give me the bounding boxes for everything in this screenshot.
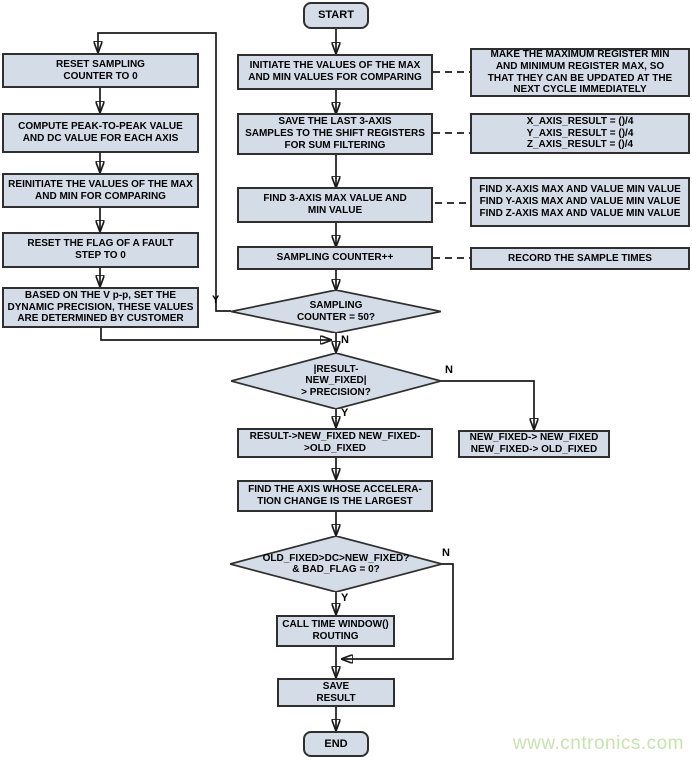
edge-d1-yes-loop [98, 32, 231, 312]
process-result-to-fixed: RESULT->NEW_FIXED NEW_FIXED- >OLD_FIXED [237, 428, 433, 458]
process-save-result: SAVE RESULT [277, 678, 395, 707]
branch-label-yes-d2: Y [341, 407, 349, 419]
edge-d2-no [441, 380, 534, 428]
process-new-fixed-assign: NEW_FIXED-> NEW_FIXED NEW_FIXED-> OLD_FI… [458, 430, 610, 458]
process-compute-peak-to-peak: COMPUTE PEAK-TO-PEAK VALUE AND DC VALUE … [2, 113, 199, 153]
no-branch-edges [343, 380, 534, 659]
branch-label-yes-d3: Y [341, 592, 349, 604]
diamond-shape [231, 290, 441, 333]
branch-label-yes-d1: Y [212, 294, 220, 306]
end-terminal: END [303, 731, 369, 757]
process-initiate-max-min: INITIATE THE VALUES OF THE MAX AND MIN V… [237, 54, 433, 90]
process-find-largest-axis: FIND THE AXIS WHOSE ACCELERA- TION CHANG… [237, 480, 433, 512]
process-reinitiate-max-min: REINITIATE THE VALUES OF THE MAX AND MIN… [2, 173, 199, 208]
process-call-time-window: CALL TIME WINDOW() ROUTING [276, 615, 395, 647]
decision-sampling-counter-50: SAMPLING COUNTER = 50? [231, 290, 441, 333]
process-sampling-counter-increment: SAMPLING COUNTER++ [237, 246, 433, 270]
note-make-max-register: MAKE THE MAXIMUM REGISTER MIN AND MINIMU… [470, 48, 690, 97]
decision-result-precision: |RESULT- NEW_FIXED| > PRECISION? [231, 353, 441, 409]
decision-label: OLD_FIXED>DC>NEW_FIXED? & BAD_FLAG = 0? [262, 552, 410, 576]
edge-precision-rejoin [100, 328, 330, 340]
diamond-shape [230, 536, 442, 592]
note-find-axis-max-min: FIND X-AXIS MAX AND VALUE MIN VALUE FIND… [470, 177, 690, 227]
start-terminal: START [303, 2, 369, 29]
process-save-samples: SAVE THE LAST 3-AXIS SAMPLES TO THE SHIF… [237, 113, 433, 155]
note-record-sample-times: RECORD THE SAMPLE TIMES [470, 247, 690, 270]
left-column-edges [98, 32, 330, 340]
diamond-shape [231, 353, 441, 409]
branch-label-no-d2: N [445, 364, 453, 376]
decision-label: SAMPLING COUNTER = 50? [296, 300, 376, 323]
branch-label-no-d1: N [341, 334, 349, 346]
process-set-dynamic-precision: BASED ON THE V p-p, SET THE DYNAMIC PREC… [2, 287, 199, 328]
process-reset-fault-flag: RESET THE FLAG OF A FAULT STEP TO 0 [2, 232, 199, 268]
branch-label-no-d3: N [442, 547, 450, 559]
process-find-3axis-max-min: FIND 3-AXIS MAX VALUE AND MIN VALUE [237, 187, 433, 223]
process-reset-sampling-counter: RESET SAMPLING COUNTER TO 0 [2, 53, 199, 88]
decision-label: |RESULT- NEW_FIXED| > PRECISION? [301, 363, 371, 398]
watermark-url: www.cntronics.com [512, 733, 684, 754]
decision-old-fixed-bad-flag: OLD_FIXED>DC>NEW_FIXED? & BAD_FLAG = 0? [230, 536, 442, 592]
note-axis-result-formulas: X_AXIS_RESULT = ()/4 Y_AXIS_RESULT = ()/… [470, 113, 690, 154]
edge-d3-no [343, 563, 454, 659]
annotation-dashed-edges [433, 71, 470, 259]
